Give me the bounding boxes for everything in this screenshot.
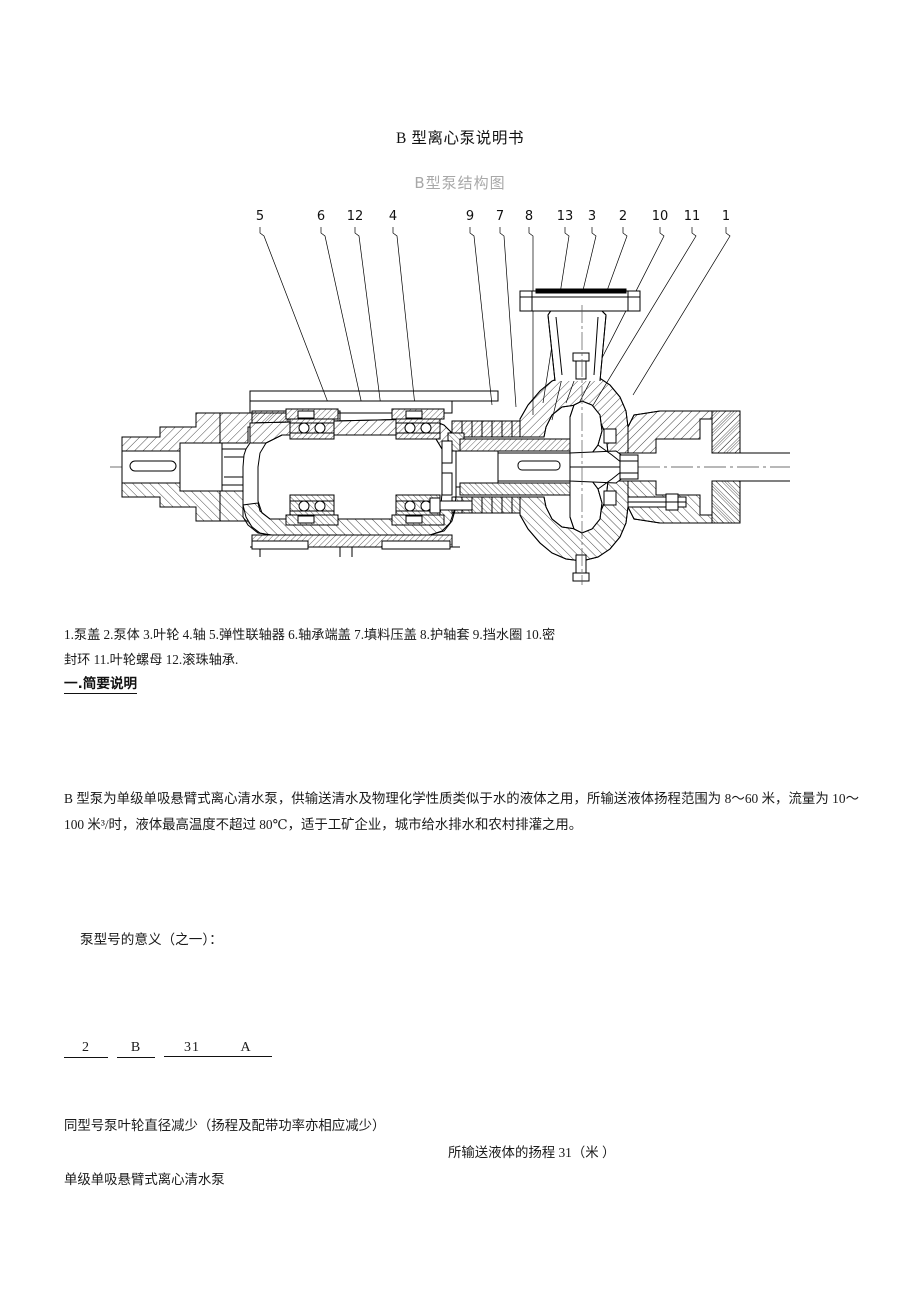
model-part-series: B (117, 1040, 155, 1058)
model-part-head: 31 (184, 1040, 200, 1055)
callout-number-5: 5 (255, 209, 265, 224)
brief-description-paragraph: B 型泵为单级单吸悬臂式离心清水泵，供输送清水及物理化学性质类似于水的液体之用，… (64, 791, 859, 832)
model-part-variant: A (240, 1040, 252, 1055)
callout-number-13: 13 (556, 209, 574, 224)
model-meaning-subheading: 泵型号的意义（之一）： (80, 932, 223, 947)
sealing-ring (603, 428, 617, 506)
bearing-end-covers (285, 408, 445, 526)
callout-number-9: 9 (465, 209, 475, 224)
legend: 1.泵盖 2.泵体 3.叶轮 4.轴 5.弹性联轴器 6.轴承端盖 7.填料压盖… (64, 622, 864, 672)
pump-assembly-drawing (110, 227, 790, 585)
callout-number-6: 6 (316, 209, 326, 224)
note-liquid-head: 所输送液体的扬程 31（米 ） (448, 1145, 616, 1160)
legend-line-2: 封环 11.叶轮螺母 12.滚珠轴承. (64, 652, 239, 667)
impeller-nut (619, 454, 639, 480)
note-impeller-diameter: 同型号泵叶轮直径减少（扬程及配带功率亦相应减少） (64, 1118, 386, 1133)
figure-title: B型泵结构图 (414, 174, 506, 192)
callout-number-3: 3 (587, 209, 597, 224)
callout-number-4: 4 (388, 209, 398, 224)
note-pump-type: 单级单吸悬臂式离心清水泵 (64, 1172, 225, 1187)
pump-body-casing (519, 288, 641, 582)
callout-number-1: 1 (721, 209, 731, 224)
callout-number-2: 2 (618, 209, 628, 224)
callout-number-12: 12 (346, 209, 364, 224)
callout-number-10: 10 (651, 209, 669, 224)
casing-bolts (429, 493, 687, 514)
ball-bearings (289, 416, 441, 518)
model-part-flow: 2 (64, 1040, 108, 1058)
model-part-head-and-variant: 31 A (164, 1040, 272, 1057)
section-heading-brief: 一.简要说明 (64, 672, 138, 694)
callout-number-7: 7 (495, 209, 505, 224)
water-deflector-ring (441, 440, 453, 496)
impeller (569, 400, 625, 534)
callout-number-11: 11 (683, 209, 701, 224)
callout-number-8: 8 (524, 209, 534, 224)
legend-line-1: 1.泵盖 2.泵体 3.叶轮 4.轴 5.弹性联轴器 6.轴承端盖 7.填料压盖… (64, 627, 556, 642)
discharge-flange (519, 290, 641, 312)
page-title: B 型离心泵说明书 (395, 130, 525, 147)
